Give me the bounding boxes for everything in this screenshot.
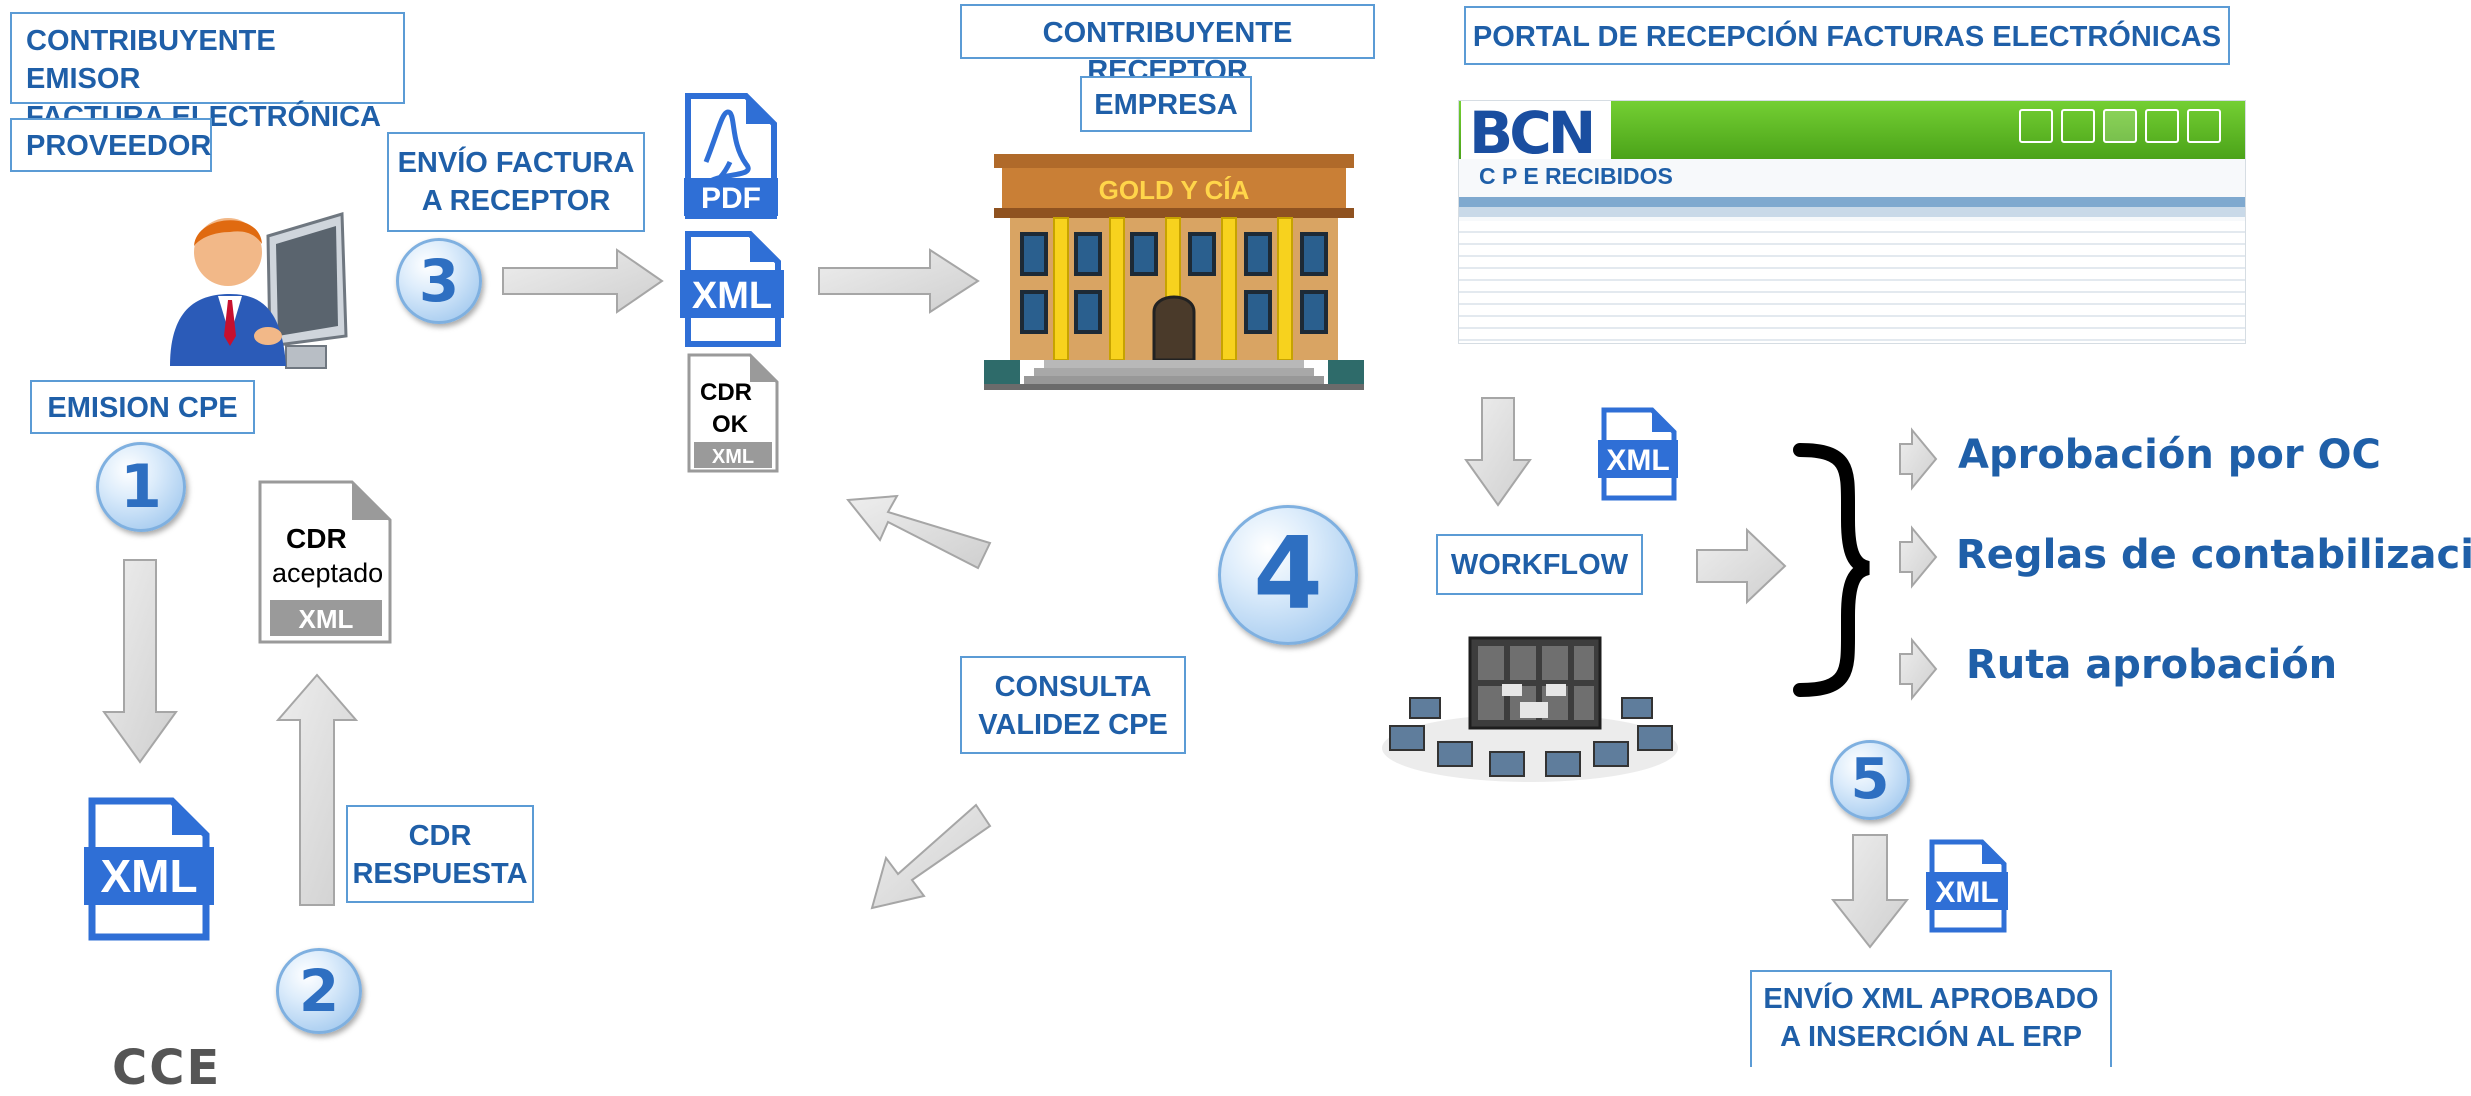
outcome-reglas-contabilizacion: Reglas de contabilización [1956,532,2471,578]
portal-table-colheader [1459,207,2245,217]
label-envio-factura: ENVÍO FACTURA A RECEPTOR [387,132,645,232]
arrow-down-portal [1464,397,1532,507]
step-2-badge: 2 [276,948,362,1034]
arrow-down-step5 [1830,834,1910,949]
step-4-badge: 4 [1218,505,1358,645]
portal-table-header [1459,197,2245,207]
pdf-label: PDF [701,182,761,215]
cdr-xml-label: XML [299,604,354,634]
building-sign: GOLD Y CÍA [1099,175,1250,205]
arrow-consulta-up [846,494,992,570]
outcome-ruta-aprobacion: Ruta aprobación [1966,642,2338,688]
xml-file-icon-emision: XML [84,797,214,941]
arrow-outcome-3 [1899,637,1938,701]
label-emision-cpe: EMISION CPE [30,380,255,434]
cdr-aceptado-label: aceptado [272,558,383,588]
portal-nav-icons [2019,109,2239,149]
portal-screenshot: BCN C P E RECIBIDOS [1458,100,2246,344]
label-workflow: WORKFLOW [1436,534,1643,595]
xml-label: XML [100,850,197,902]
xml-label-workflow: XML [1606,444,1669,477]
label-cdr-respuesta: CDR RESPUESTA [346,805,534,903]
arrow-consulta-down [870,803,992,910]
portal-logo [1461,101,1611,159]
proveedor-person-icon [170,212,348,369]
arrow-outcome-1 [1899,427,1938,491]
workflow-network-icon [1380,628,1680,788]
cdr-ok-doc-icon: CDR OK XML [687,353,779,473]
label-contribuyente-emisor: CONTRIBUYENTE EMISOR FACTURA ELECTRÓNICA [10,12,405,133]
label-contribuyente-receptor: CONTRIBUYENTE RECEPTOR [960,4,1375,87]
empresa-building-icon: GOLD Y CÍA [984,154,1364,390]
arrow-right-to-empresa [818,248,980,314]
cdr-aceptado-doc-icon: CDR aceptado XML [258,480,392,644]
footer-partial-text: CCE [112,1040,222,1096]
portal-logo-text: BCN [1469,100,1596,167]
xml-label-erp: XML [1935,876,1998,909]
arrows-layer [102,248,1938,949]
arrow-up-step2 [275,673,359,906]
cdr-ok-label: CDR [700,379,752,406]
xml-label-envio: XML [692,275,772,317]
label-envio-xml-aprobado: ENVÍO XML APROBADO A INSERCIÓN AL ERP [1750,970,2112,1067]
portal-heading: C P E RECIBIDOS [1479,163,1673,189]
outcome-aprobacion-oc: Aprobación por OC [1958,432,2381,478]
emisor-line1: CONTRIBUYENTE EMISOR [26,25,276,95]
label-proveedor: PROVEEDOR [10,118,212,172]
portal-table-rows [1459,221,2245,343]
step-3-badge: 3 [396,238,482,324]
arrow-outcome-2 [1899,525,1938,589]
arrow-right-step3 [502,248,664,314]
arrow-right-workflow [1696,527,1787,605]
xml-file-icon-workflow: XML [1598,407,1678,501]
label-empresa: EMPRESA [1080,76,1252,132]
label-portal: PORTAL DE RECEPCIÓN FACTURAS ELECTRÓNICA… [1464,6,2230,65]
arrow-down-step1 [102,559,178,764]
curly-brace [1793,443,1871,697]
ok-label: OK [712,411,749,438]
cdr-ok-xml-label: XML [712,446,754,468]
label-consulta-validez: CONSULTA VALIDEZ CPE [960,656,1186,754]
xml-file-icon-erp: XML [1926,839,2008,933]
cdr-label: CDR [286,523,347,554]
xml-file-icon-envio: XML [680,231,784,347]
pdf-file-icon: PDF [684,93,778,219]
step-1-badge: 1 [96,442,186,532]
step-5-badge: 5 [1830,740,1910,820]
